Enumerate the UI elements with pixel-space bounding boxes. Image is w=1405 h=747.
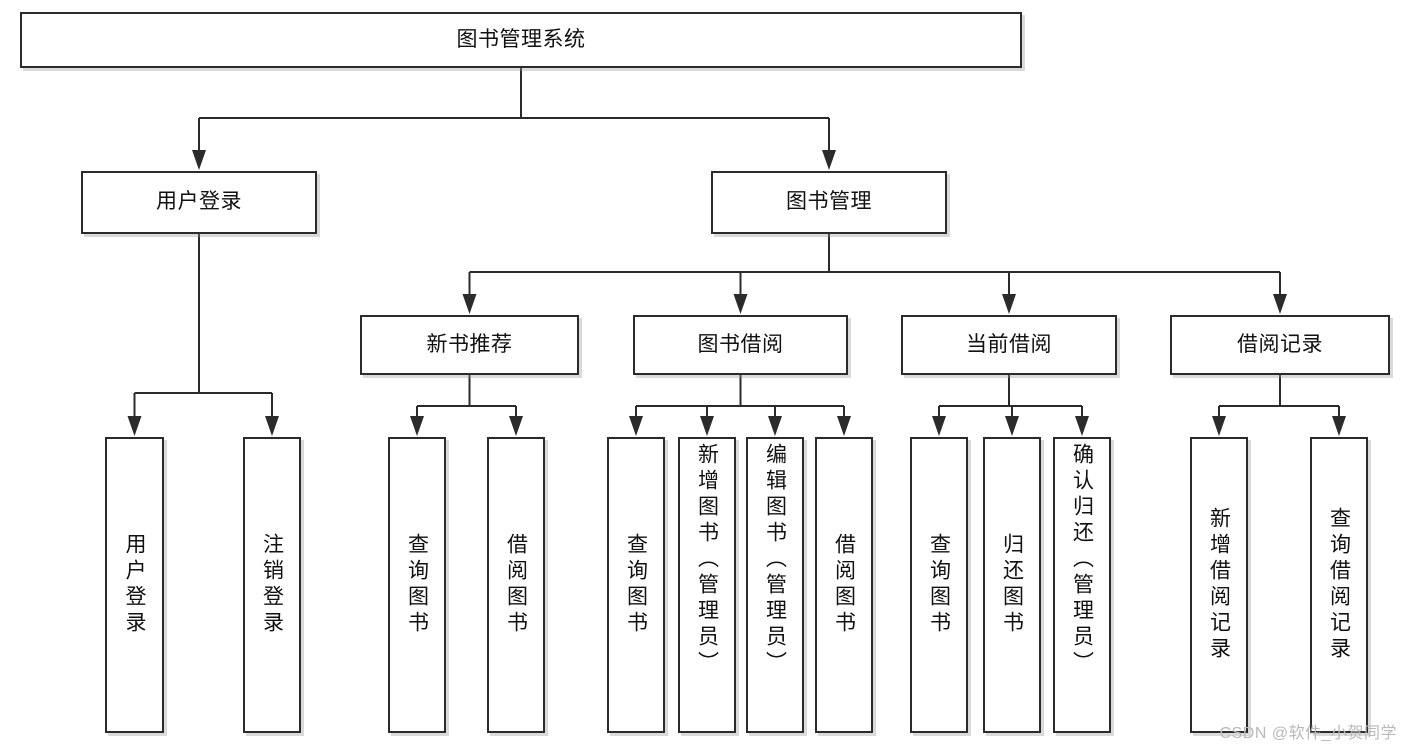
node-leaf-query-book-1[interactable]: 查询图书 [388, 437, 446, 733]
node-leaf-edit-book[interactable]: 编辑图书（管理员） [746, 437, 804, 733]
node-label: 新增借阅记录 [1207, 507, 1231, 663]
node-leaf-return-book[interactable]: 归还图书 [983, 437, 1041, 733]
node-label: 图书管理 [786, 190, 872, 214]
node-label: 查询图书 [927, 533, 951, 637]
node-label: 注销登录 [260, 533, 284, 637]
node-label: 图书管理系统 [456, 27, 586, 51]
node-leaf-query-borrow-record[interactable]: 查询借阅记录 [1310, 437, 1368, 733]
node-label: 新增图书（管理员） [695, 443, 719, 677]
node-user-login[interactable]: 用户登录 [81, 171, 317, 234]
node-label: 当前借阅 [966, 332, 1052, 356]
node-leaf-user-login[interactable]: 用户登录 [105, 437, 164, 733]
node-label: 查询借阅记录 [1327, 507, 1351, 663]
node-leaf-borrow-book-2[interactable]: 借阅图书 [815, 437, 873, 733]
node-new-book-recommend[interactable]: 新书推荐 [360, 315, 579, 375]
node-label: 用户登录 [156, 190, 242, 214]
node-label: 借阅图书 [504, 533, 528, 637]
node-root[interactable]: 图书管理系统 [20, 12, 1022, 68]
node-borrow-record[interactable]: 借阅记录 [1170, 315, 1390, 375]
node-label: 确认归还（管理员） [1070, 443, 1094, 677]
node-label: 用户登录 [123, 533, 146, 637]
node-label: 借阅图书 [832, 533, 856, 637]
node-leaf-add-borrow-record[interactable]: 新增借阅记录 [1190, 437, 1248, 733]
node-label: 新书推荐 [426, 332, 513, 356]
node-label: 编辑图书（管理员） [763, 443, 787, 677]
node-label: 查询图书 [624, 533, 648, 637]
node-leaf-confirm-return[interactable]: 确认归还（管理员） [1053, 437, 1111, 733]
node-leaf-query-book-2[interactable]: 查询图书 [607, 437, 665, 733]
node-label: 归还图书 [1000, 533, 1024, 637]
node-leaf-borrow-book-1[interactable]: 借阅图书 [487, 437, 545, 733]
node-label: 查询图书 [405, 533, 429, 637]
node-current-borrow[interactable]: 当前借阅 [901, 315, 1117, 375]
node-book-manage[interactable]: 图书管理 [711, 171, 947, 234]
node-label: 图书借阅 [697, 332, 784, 356]
node-leaf-query-book-3[interactable]: 查询图书 [910, 437, 968, 733]
node-label: 借阅记录 [1237, 332, 1323, 356]
node-leaf-add-book[interactable]: 新增图书（管理员） [678, 437, 736, 733]
node-leaf-user-logout[interactable]: 注销登录 [243, 437, 301, 733]
node-book-borrow[interactable]: 图书借阅 [633, 315, 848, 375]
watermark: CSDN @软件_小贺同学 [1219, 725, 1397, 742]
